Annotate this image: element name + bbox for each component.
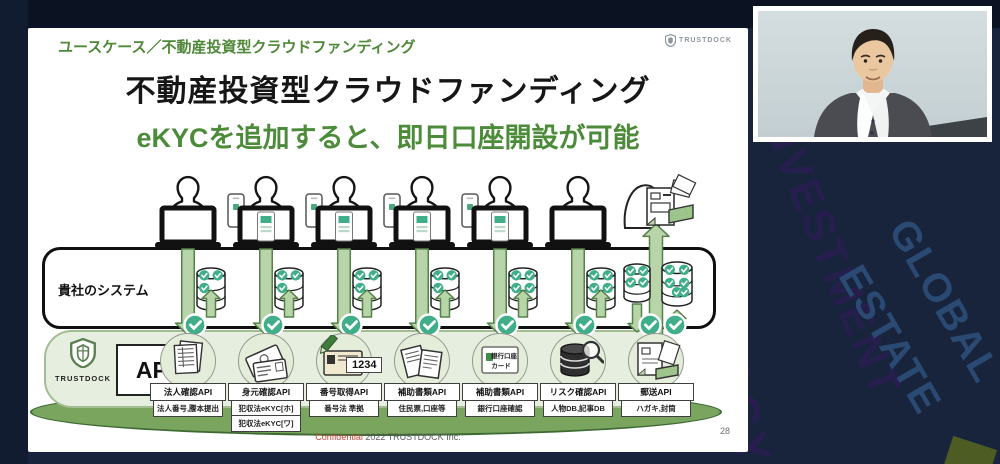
diagram-column-user	[539, 175, 617, 340]
diagram-column-user	[461, 175, 539, 340]
client-system-label: 貴社のシステム	[58, 283, 149, 298]
api-sub-label: 犯収法eKYC[ワ]	[231, 415, 301, 432]
api-icon-circle	[238, 333, 294, 389]
presenter-video	[753, 6, 992, 142]
shield-icon	[70, 337, 96, 369]
passbook-icon	[400, 344, 443, 380]
api-name-label: リスク確認API	[540, 383, 616, 401]
api-name-label: 郵送API	[618, 383, 694, 401]
api-name-label: 身元確認API	[228, 383, 304, 401]
platform-trustdock-logo-text: TRUSTDOCK	[54, 374, 112, 383]
api-name-label: 法人確認API	[150, 383, 226, 401]
platform-trustdock-logo: TRUSTDOCK	[54, 337, 112, 383]
presenter-illustration	[758, 11, 987, 137]
trustdock-logo-text: TRUSTDOCK	[679, 37, 732, 44]
api-icon-circle	[550, 333, 606, 389]
mail-icon	[636, 339, 681, 380]
trustdock-logo: TRUSTDOCK	[665, 34, 732, 47]
api-icon-circle: 銀行口座 カード	[472, 333, 528, 389]
person-laptop-icon	[545, 175, 616, 337]
background-decorative-square	[940, 435, 998, 464]
api-icon-circle	[160, 333, 216, 389]
mail-person-icon	[623, 173, 697, 337]
documents-stack-icon	[173, 340, 204, 375]
person-laptop-icon	[155, 175, 226, 337]
api-icon-circle	[394, 333, 450, 389]
person-laptop-icon	[383, 175, 460, 337]
diagram-column-user	[227, 175, 305, 340]
shield-icon	[665, 34, 677, 47]
bank-card-icon: 銀行口座 カード	[481, 346, 519, 374]
background-left-strip	[0, 0, 28, 464]
person-laptop-icon	[227, 175, 304, 337]
db-search-icon	[560, 340, 604, 377]
presenter-hair	[851, 29, 895, 61]
api-sub-label: 住民票,口座等	[387, 400, 457, 417]
api-name-label: 補助書類API	[384, 383, 460, 401]
page-number: 28	[719, 426, 730, 436]
slide-kicker: ユースケース／不動産投資型クラウドファンディング	[58, 39, 416, 56]
diagram-columns	[149, 173, 697, 340]
person-laptop-icon	[461, 175, 538, 337]
api-icon-circle	[628, 333, 684, 389]
api-sub-label: 番号法 準拠	[309, 400, 379, 417]
slide-title: 不動産投資型クラウドファンディング	[125, 75, 651, 108]
api-sub-label: 銀行口座確認	[465, 400, 535, 417]
api-sub-label: 人物DB,記事DB	[543, 400, 613, 417]
confidential-label: Confidential	[315, 432, 363, 442]
diagram-column-mail	[617, 173, 697, 340]
svg-text:銀行口座: 銀行口座	[491, 351, 518, 360]
id-cards-icon	[245, 344, 288, 383]
footer-rest: 2022 TRUSTDOCK Inc.	[362, 432, 461, 442]
api-sub-label: 法人番号,謄本提出	[153, 400, 223, 417]
slide-subtitle: eKYCを追加すると、即日口座開設が可能	[136, 123, 640, 153]
svg-text:カード: カード	[491, 362, 511, 370]
api-name-label: 補助書類API	[462, 383, 538, 401]
slide-footer: Confidential 2022 TRUSTDOCK Inc.	[28, 432, 748, 442]
api-sub-label: ハガキ,封筒	[621, 400, 691, 417]
presenter-face	[853, 36, 893, 82]
diagram-column-user	[149, 175, 227, 340]
presentation-slide: ユースケース／不動産投資型クラウドファンディング TRUSTDOCK 不動産投資…	[28, 28, 748, 452]
number-card-digits: 1234	[346, 357, 383, 373]
api-name-label: 番号取得API	[306, 383, 382, 401]
person-laptop-icon	[305, 175, 382, 337]
diagram-column-user	[383, 175, 461, 340]
diagram-column-user	[305, 175, 383, 340]
